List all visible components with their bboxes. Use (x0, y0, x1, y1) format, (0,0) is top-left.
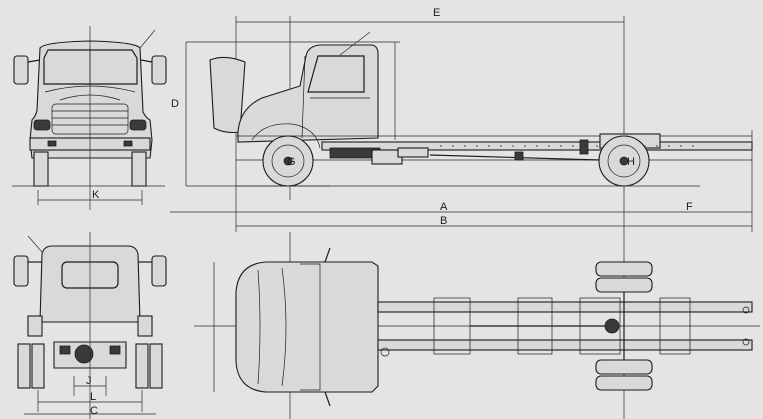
dimension-label-g: G (287, 156, 296, 168)
dimension-label-k: K (92, 189, 100, 201)
dimension-label-a: A (440, 201, 448, 213)
dimension-label-j: J (86, 375, 92, 387)
dimension-label-l: L (90, 391, 97, 403)
dimension-label-b: B (440, 215, 448, 227)
rear-view (13, 232, 167, 419)
side-view (170, 16, 753, 232)
dimension-label-d: D (171, 98, 179, 110)
dimension-label-h: H (627, 156, 635, 168)
dimension-label-f: F (686, 201, 693, 213)
dimension-label-e: E (433, 7, 441, 19)
dimension-label-c: C (90, 405, 98, 417)
front-view (12, 26, 167, 210)
top-view (194, 232, 760, 419)
